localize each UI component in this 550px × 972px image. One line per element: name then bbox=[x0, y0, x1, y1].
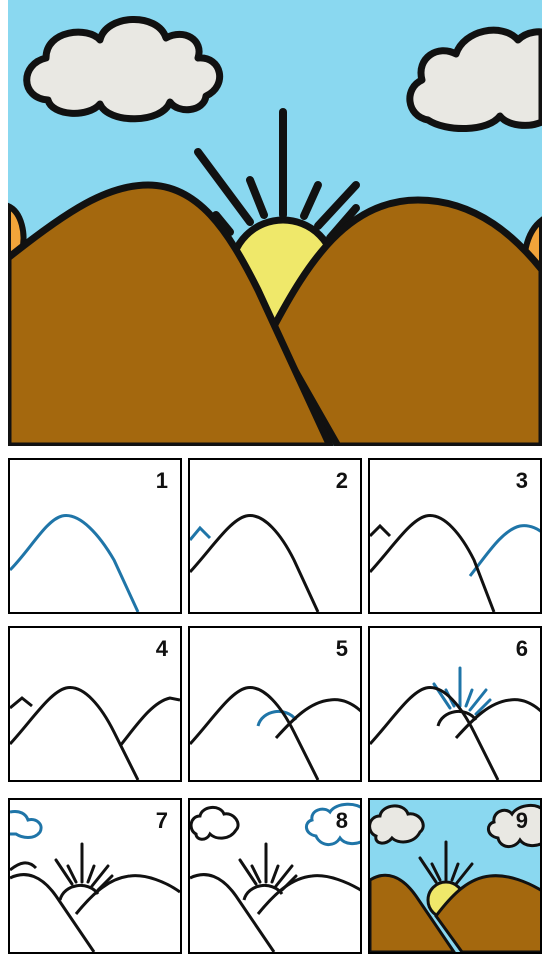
step-7-drawing bbox=[10, 810, 180, 952]
cloud-right bbox=[406, 26, 542, 132]
left-mountain bbox=[370, 873, 456, 952]
step-8-panel: 8 bbox=[188, 798, 362, 954]
step-4-panel: 4 bbox=[8, 626, 182, 782]
outline bbox=[370, 523, 392, 538]
outline bbox=[256, 874, 360, 915]
cloud-right bbox=[487, 804, 540, 848]
step-3-panel: 3 bbox=[368, 458, 542, 614]
sun-ray bbox=[314, 181, 360, 230]
new-line bbox=[256, 710, 298, 727]
outline bbox=[10, 696, 33, 710]
finished-scene bbox=[8, 0, 542, 446]
step-5-drawing bbox=[190, 686, 360, 780]
outline bbox=[190, 514, 320, 612]
outline bbox=[74, 874, 180, 915]
cloud-left bbox=[23, 16, 224, 123]
sun-rays bbox=[238, 842, 298, 892]
sun-ray bbox=[246, 176, 268, 219]
outline bbox=[274, 698, 360, 740]
step-2-panel: 2 bbox=[188, 458, 362, 614]
step-6-drawing bbox=[370, 666, 540, 780]
step-number: 6 bbox=[515, 636, 528, 661]
cloud-left bbox=[370, 804, 425, 845]
step-number: 8 bbox=[335, 808, 348, 833]
outline bbox=[370, 514, 496, 612]
step-number: 3 bbox=[515, 468, 528, 493]
step-4-drawing bbox=[10, 686, 180, 780]
step-3-drawing bbox=[370, 514, 540, 612]
step-number: 4 bbox=[155, 636, 168, 661]
sun-ray bbox=[194, 148, 254, 226]
left-mountain bbox=[8, 181, 334, 446]
new-line bbox=[468, 524, 540, 577]
sun-rays bbox=[54, 842, 114, 892]
step-number: 5 bbox=[335, 636, 348, 661]
sun-outline bbox=[436, 710, 478, 727]
outline bbox=[370, 686, 500, 780]
new-cloud bbox=[305, 802, 360, 846]
step-9-panel: 9 bbox=[368, 798, 542, 954]
step-number: 9 bbox=[515, 808, 528, 833]
outline bbox=[190, 873, 276, 952]
step-1-panel: 1 bbox=[8, 458, 182, 614]
new-cloud bbox=[10, 810, 43, 839]
outline bbox=[118, 696, 180, 747]
new-line bbox=[190, 525, 212, 541]
sun-rays bbox=[418, 840, 474, 886]
step-5-panel: 5 bbox=[188, 626, 362, 782]
step-number: 2 bbox=[335, 468, 348, 493]
finished-drawing bbox=[8, 0, 542, 446]
new-line bbox=[10, 514, 140, 612]
step-6-panel: 6 bbox=[368, 626, 542, 782]
outline bbox=[10, 873, 96, 952]
step-7-panel: 7 bbox=[8, 798, 182, 954]
outline bbox=[454, 698, 540, 740]
sun-ray bbox=[212, 211, 234, 236]
step-2-drawing bbox=[190, 514, 320, 612]
outline bbox=[190, 686, 320, 780]
step-8-drawing bbox=[190, 802, 360, 952]
step-number: 1 bbox=[155, 468, 168, 493]
outline bbox=[10, 686, 140, 780]
outline bbox=[10, 861, 38, 872]
step-number: 7 bbox=[155, 808, 168, 833]
cloud-left bbox=[190, 806, 240, 841]
step-9-drawing bbox=[370, 800, 540, 952]
right-mountain bbox=[434, 874, 540, 952]
step-1-drawing bbox=[10, 514, 140, 612]
right-mountain bbox=[268, 196, 542, 446]
sun-outline bbox=[58, 884, 100, 901]
sun-ray bbox=[300, 181, 322, 220]
